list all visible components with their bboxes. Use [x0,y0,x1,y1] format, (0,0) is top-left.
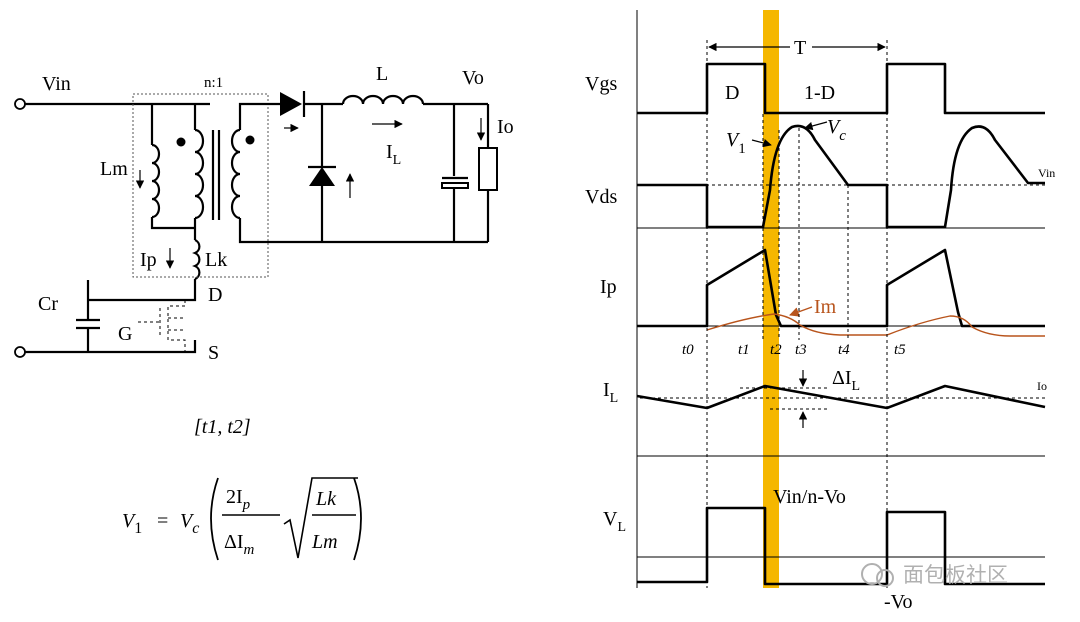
vin-label: Vin [42,73,71,95]
t4-label: t4 [838,342,850,358]
s-label: S [208,342,219,364]
vc-label: Vc [827,116,846,144]
timing-waveforms: T Vgs D 1-D Vds V1 Vc Vin Ip Im t0 [585,10,1055,613]
svg-text:面包板社区: 面包板社区 [903,563,1008,587]
io-small-label: Io [1037,379,1047,393]
svg-text:2Ip: 2Ip [226,486,251,513]
output-inductor [341,94,425,105]
period-label: T [794,37,806,59]
transformer-box [132,93,269,278]
lm-label: Lm [100,158,128,180]
ip-trace [637,248,1045,328]
il-label: IL [386,141,401,168]
secondary-dot [245,135,255,145]
time-markers [706,64,888,588]
t2-label: t2 [770,342,782,358]
freewheel-diode [309,167,335,186]
one-minus-d-label: 1-D [804,82,835,104]
im-label: Im [814,296,837,318]
svg-text:ΔIm: ΔIm [224,531,255,558]
t1-label: t1 [738,342,750,358]
v1-label: V1 [726,129,746,157]
svg-text:Vc: Vc [180,510,199,537]
vds-trace [637,124,1045,229]
svg-text:=: = [157,510,168,532]
svg-text:Lm: Lm [311,531,338,553]
vl-trace [637,506,1045,586]
lk-label: Lk [205,249,227,271]
vds-label: Vds [585,186,617,208]
v1-formula: V1 = Vc 2Ip ΔIm Lk Lm [122,477,362,561]
primary-winding [194,128,205,220]
ground-terminal [14,346,26,358]
io-label: Io [497,116,514,138]
neg-vo-label: -Vo [884,591,913,613]
l-label: L [376,63,388,85]
vo-label: Vo [462,67,484,89]
watermark-logo-icon [861,563,883,585]
lm-inductor [151,143,161,219]
primary-dot [176,137,186,147]
d-label: D [208,284,222,306]
flyforward-circuit: Vin Lm Ip Lk n:1 [14,63,514,364]
lk-inductor [192,238,201,281]
svg-text:V1: V1 [122,510,142,537]
t0-label: t0 [682,342,694,358]
t3-label: t3 [795,342,807,358]
vgs-label: Vgs [585,73,617,95]
duty-label: D [725,82,739,104]
delta-il-label: ΔIL [832,367,860,394]
vin-n-vo-label: Vin/n-Vo [773,486,846,508]
output-capacitor [441,182,469,189]
g-label: G [118,323,132,345]
vin-small-label: Vin [1038,166,1055,180]
vl-wave-label: VL [603,508,626,535]
vin-terminal [14,98,26,110]
ip-label: Ip [140,249,157,271]
cr-label: Cr [38,293,58,315]
interval-label: [t1, t2] [194,416,251,438]
rectifier-diode [280,92,302,116]
ratio-label: n:1 [204,75,223,91]
ip-wave-label: Ip [600,276,617,298]
svg-text:Lk: Lk [315,488,337,510]
il-trace [636,384,1046,410]
il-wave-label: IL [603,379,618,406]
t5-label: t5 [894,342,906,358]
mosfet-switch [138,300,186,352]
load-resistor [478,147,498,191]
vgs-trace [637,62,1045,115]
watermark: 面包板社区 [861,563,1008,587]
secondary-winding [230,128,241,220]
